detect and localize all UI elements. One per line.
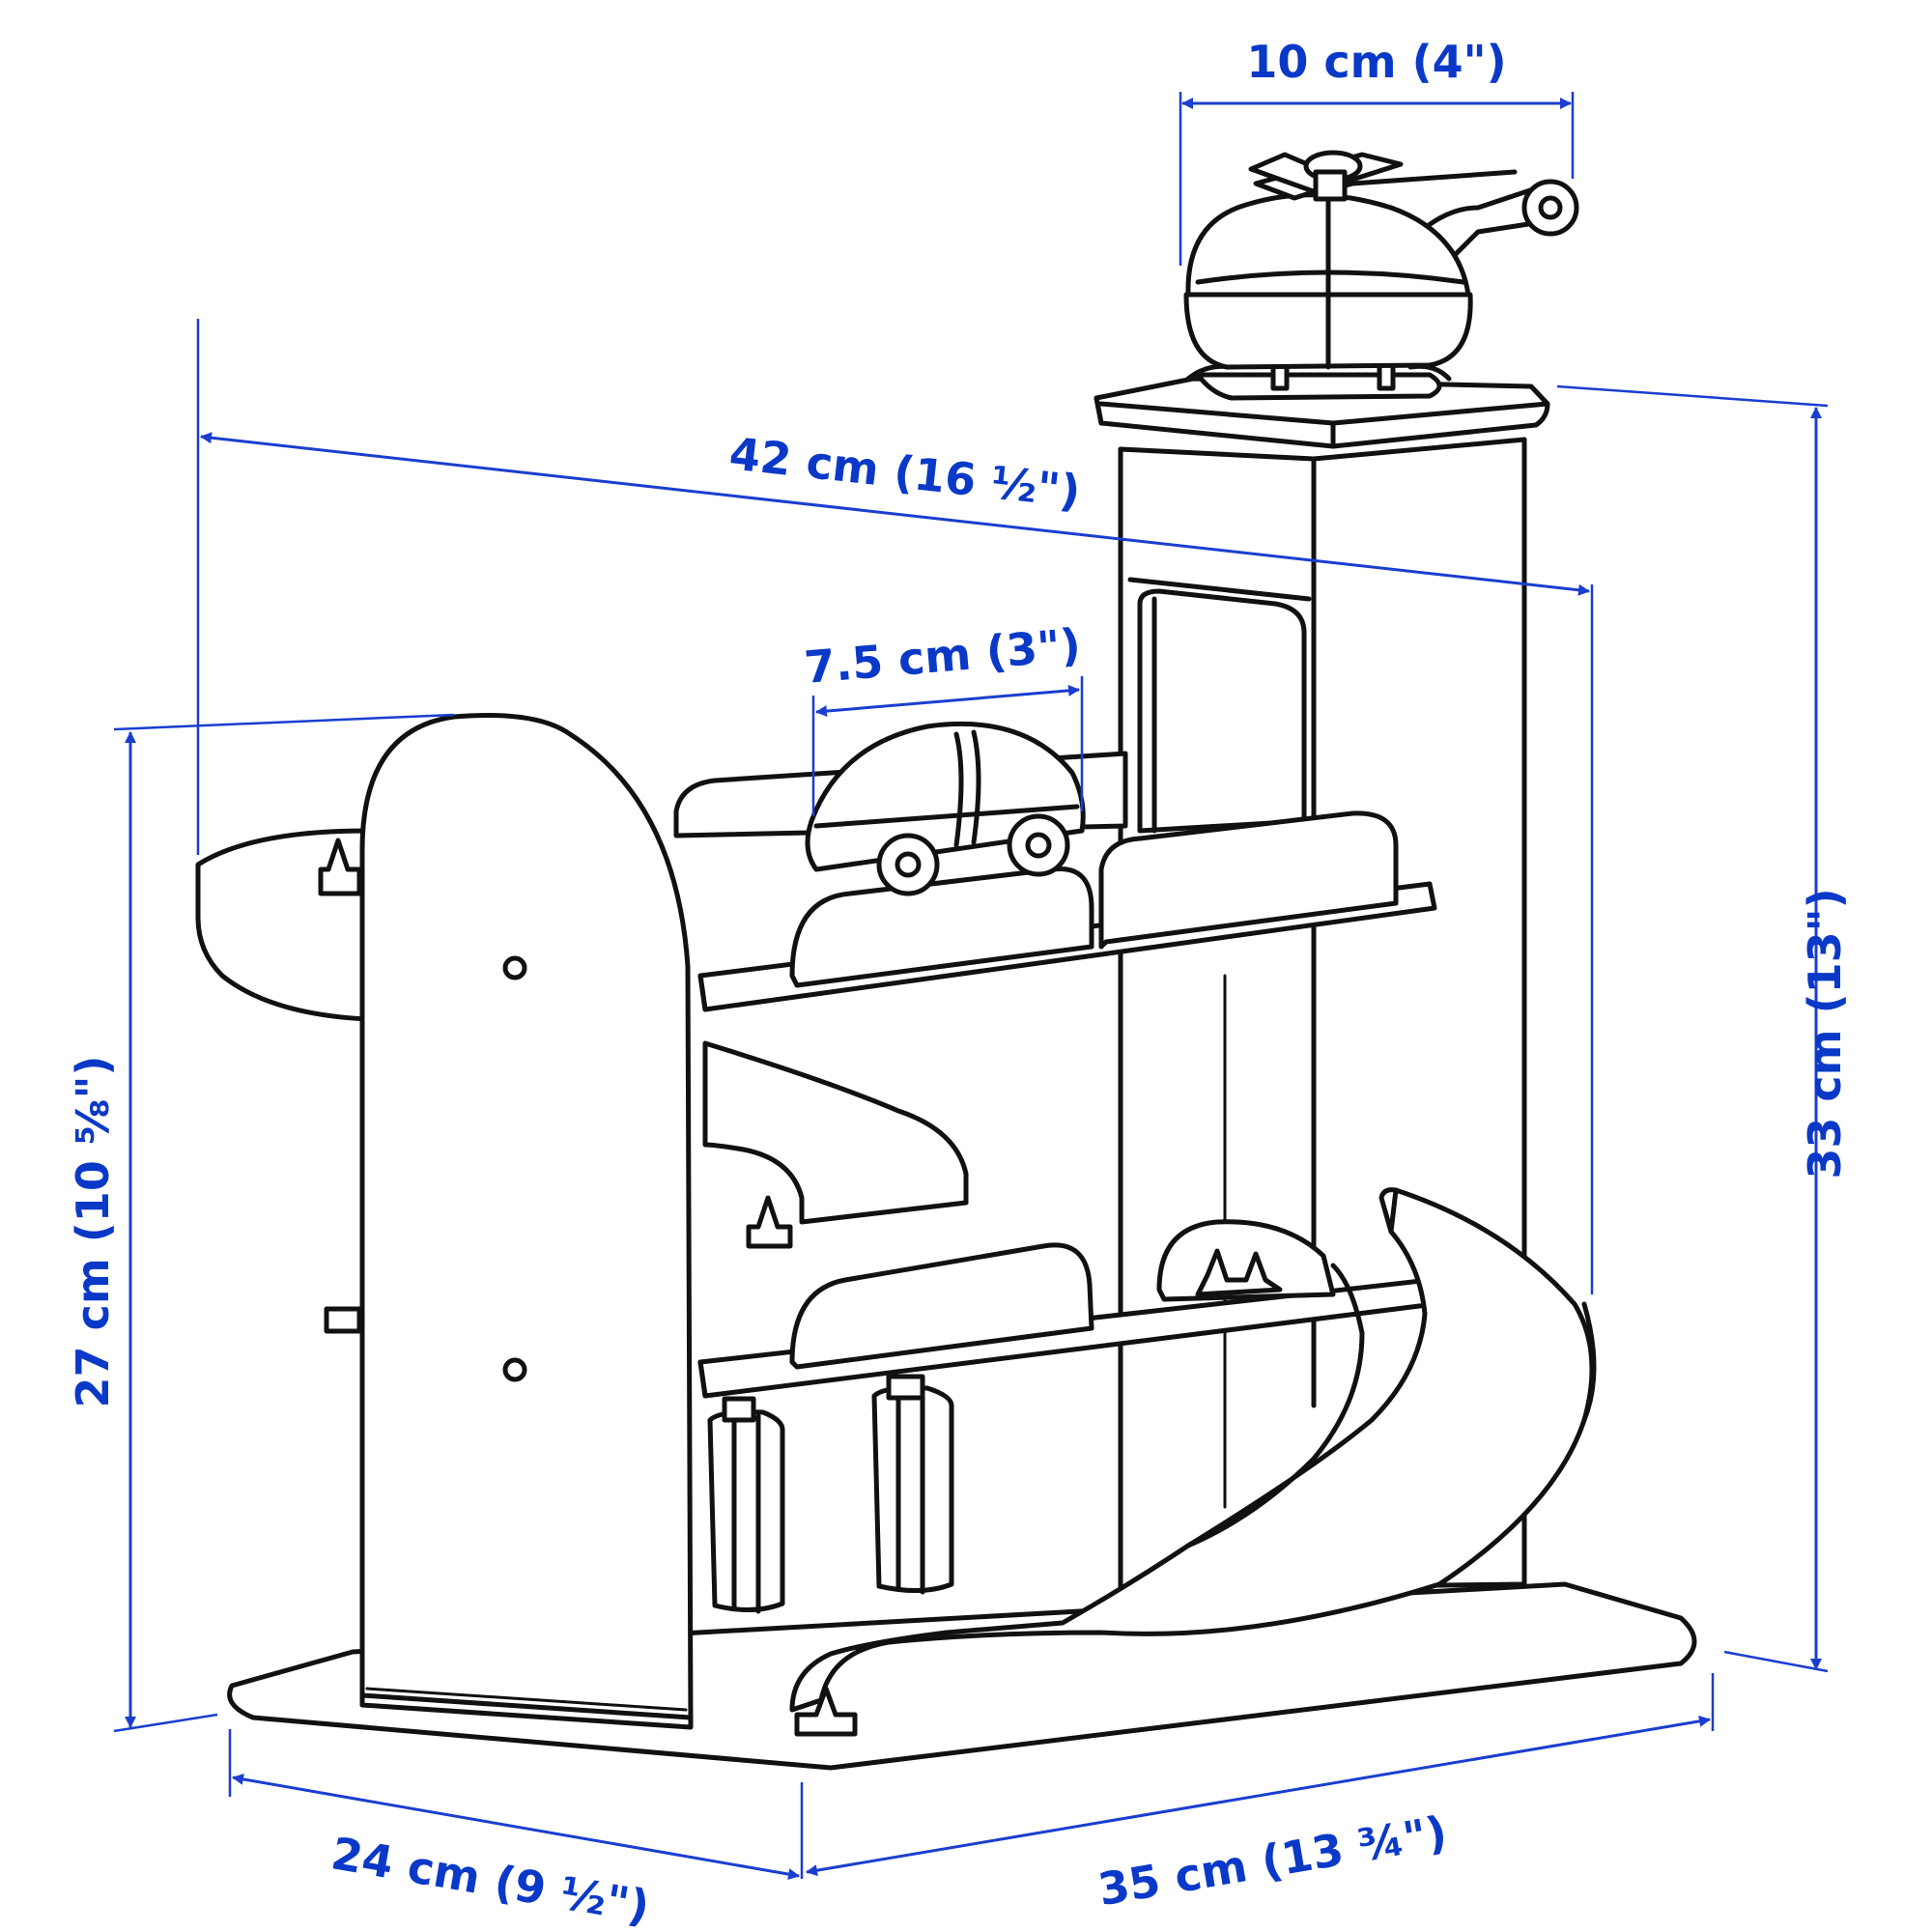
toy-car <box>805 721 1086 896</box>
base-width-dimension-line <box>806 1715 1711 1877</box>
upper-floor <box>697 810 1437 1012</box>
support-pillars <box>707 1374 954 1614</box>
total-height-label: 33 cm (13") <box>1799 888 1851 1179</box>
total-width-dimension-line <box>200 432 1590 596</box>
car-width-label: 7.5 cm (3") <box>803 618 1083 694</box>
left-height-label: 27 cm (10 ⅝") <box>67 1056 119 1408</box>
total-width-label: 42 cm (16 ½") <box>726 427 1083 518</box>
middle-ramp <box>702 1040 969 1225</box>
base-width-label: 35 cm (13 ¾") <box>1094 1805 1451 1916</box>
depth-dimension-line <box>232 1773 800 1881</box>
spiral-ramp <box>789 1187 1597 1713</box>
helicopter <box>1183 150 1579 401</box>
car-width-dimension-line <box>815 684 1080 718</box>
helicopter-width-label: 10 cm (4") <box>1246 36 1506 88</box>
front-side-panel <box>359 713 694 1730</box>
parking-garage-toy <box>195 150 1697 1771</box>
lower-floor <box>697 1242 1437 1399</box>
